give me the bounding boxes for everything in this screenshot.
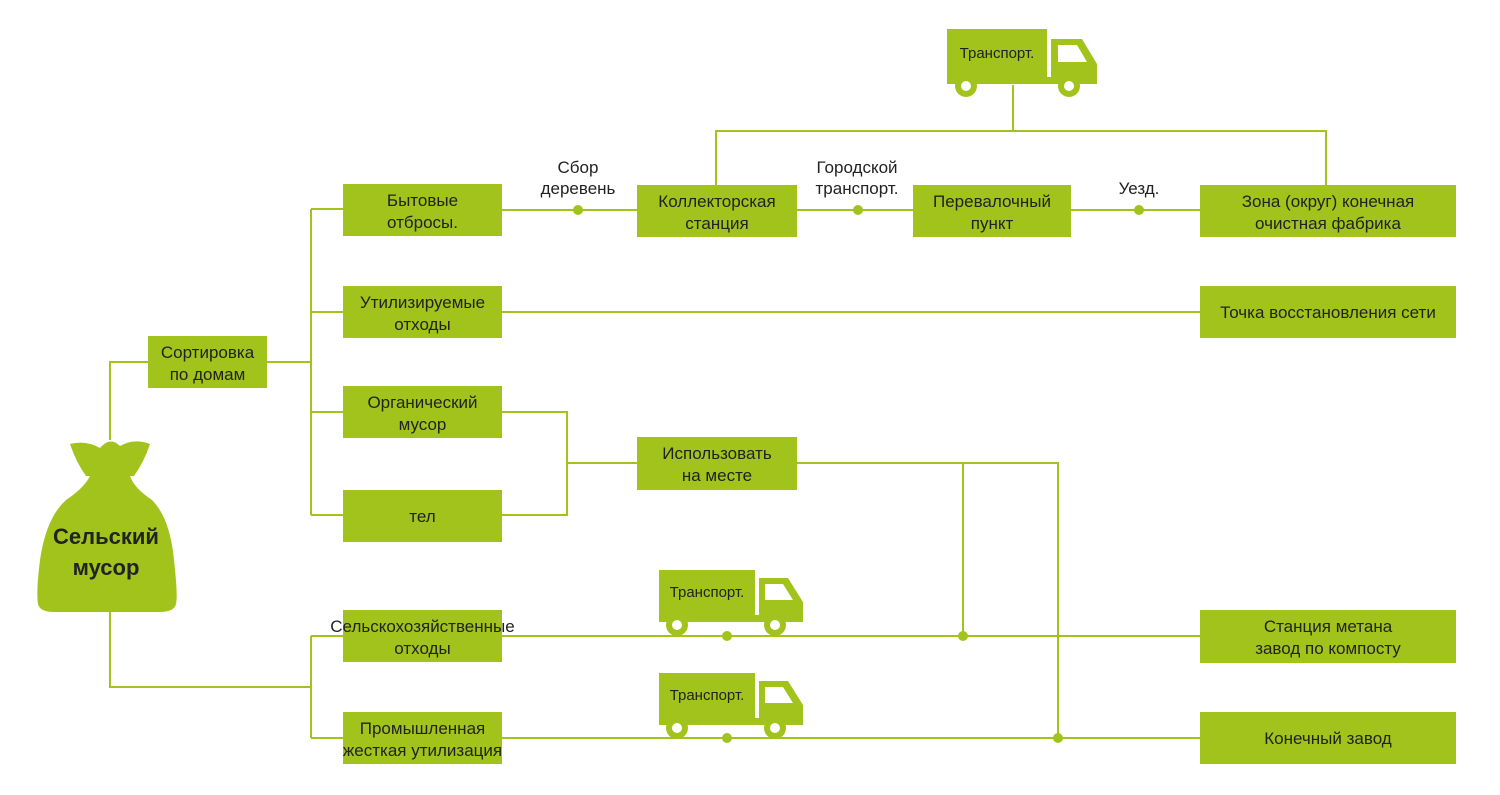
node-boxes: Сортировка по домам Бытовые отбросы. Ути… bbox=[148, 184, 1456, 764]
node-transfer-line2: пункт bbox=[971, 214, 1014, 233]
line-top-bracket bbox=[715, 130, 1327, 185]
label-village-line1: Сбор bbox=[558, 158, 599, 177]
truck-industrial-label: Транспорт. bbox=[670, 687, 745, 704]
junction-dots bbox=[573, 205, 1144, 743]
node-collector-line1: Коллекторская bbox=[658, 192, 775, 211]
dot-industrial-junction bbox=[1053, 733, 1063, 743]
label-village-line2: деревень bbox=[541, 179, 616, 198]
node-methane-line2: завод по компосту bbox=[1255, 639, 1401, 658]
node-household-line1: Бытовые bbox=[387, 191, 458, 210]
node-onsite: Использовать на месте bbox=[637, 437, 797, 490]
node-end-plant-line1: Конечный завод bbox=[1264, 729, 1391, 748]
dot-agri-junction bbox=[958, 631, 968, 641]
truck-agri-label: Транспорт. bbox=[670, 584, 745, 601]
node-recyclable-line1: Утилизируемые bbox=[360, 293, 485, 312]
source-line2: мусор bbox=[73, 555, 140, 580]
dot-city bbox=[853, 205, 863, 215]
label-city-line1: Городской bbox=[816, 158, 897, 177]
truck-icon-top: Транспорт. bbox=[947, 29, 1097, 97]
source-line1: Сельский bbox=[53, 524, 159, 549]
node-onsite-line1: Использовать bbox=[662, 444, 772, 463]
node-collector-line2: станция bbox=[685, 214, 748, 233]
node-industrial-line2: жесткая утилизация bbox=[343, 741, 502, 760]
node-tel: тел bbox=[343, 490, 502, 542]
node-recyclable-line2: отходы bbox=[394, 315, 450, 334]
line-bag-to-bottom bbox=[109, 612, 311, 688]
node-recovery: Точка восстановления сети bbox=[1200, 286, 1456, 338]
node-industrial: Промышленная жесткая утилизация bbox=[343, 712, 502, 764]
line-bag-to-sort bbox=[109, 361, 148, 440]
node-organic-line1: Органический bbox=[367, 393, 477, 412]
node-transfer: Перевалочный пункт bbox=[913, 185, 1071, 237]
node-final-plant-line1: Зона (округ) конечная bbox=[1242, 192, 1414, 211]
line-organic-merge bbox=[502, 411, 568, 516]
node-final-plant-line2: очистная фабрика bbox=[1255, 214, 1401, 233]
node-onsite-line2: на месте bbox=[682, 466, 752, 485]
node-sort: Сортировка по домам bbox=[148, 336, 267, 388]
node-methane: Станция метана завод по компосту bbox=[1200, 610, 1456, 663]
truck-icon-industrial: Транспорт. bbox=[659, 673, 803, 739]
node-collector: Коллекторская станция bbox=[637, 185, 797, 237]
garbage-bag-icon: Сельский мусор bbox=[37, 441, 177, 612]
truck-top-label: Транспорт. bbox=[960, 45, 1035, 62]
node-agri-line2: отходы bbox=[394, 639, 450, 658]
dot-county bbox=[1134, 205, 1144, 215]
dot-industrial-truck bbox=[722, 733, 732, 743]
node-organic: Органический мусор bbox=[343, 386, 502, 438]
node-transfer-line1: Перевалочный bbox=[933, 192, 1051, 211]
edge-labels: Сбор деревень Городской транспорт. Уезд. bbox=[541, 158, 1160, 198]
node-final-plant: Зона (округ) конечная очистная фабрика bbox=[1200, 185, 1456, 237]
dot-agri-truck bbox=[722, 631, 732, 641]
label-city-line2: транспорт. bbox=[816, 179, 899, 198]
node-methane-line1: Станция метана bbox=[1264, 617, 1393, 636]
node-recyclable: Утилизируемые отходы bbox=[343, 286, 502, 338]
node-sort-line1: Сортировка bbox=[161, 343, 255, 362]
node-sort-line2: по домам bbox=[170, 365, 246, 384]
node-organic-line2: мусор bbox=[399, 415, 447, 434]
label-county: Уезд. bbox=[1119, 179, 1160, 198]
node-household: Бытовые отбросы. bbox=[343, 184, 502, 236]
node-end-plant: Конечный завод bbox=[1200, 712, 1456, 764]
truck-icon-agri: Транспорт. bbox=[659, 570, 803, 636]
line-onsite-out bbox=[797, 462, 1059, 738]
node-industrial-line1: Промышленная bbox=[360, 719, 485, 738]
node-agri: Сельскохозяйственные отходы bbox=[330, 610, 515, 662]
node-tel-line1: тел bbox=[409, 507, 435, 526]
node-agri-line1: Сельскохозяйственные bbox=[330, 617, 514, 636]
dot-village bbox=[573, 205, 583, 215]
node-recovery-line1: Точка восстановления сети bbox=[1220, 303, 1436, 322]
node-household-line2: отбросы. bbox=[387, 213, 458, 232]
